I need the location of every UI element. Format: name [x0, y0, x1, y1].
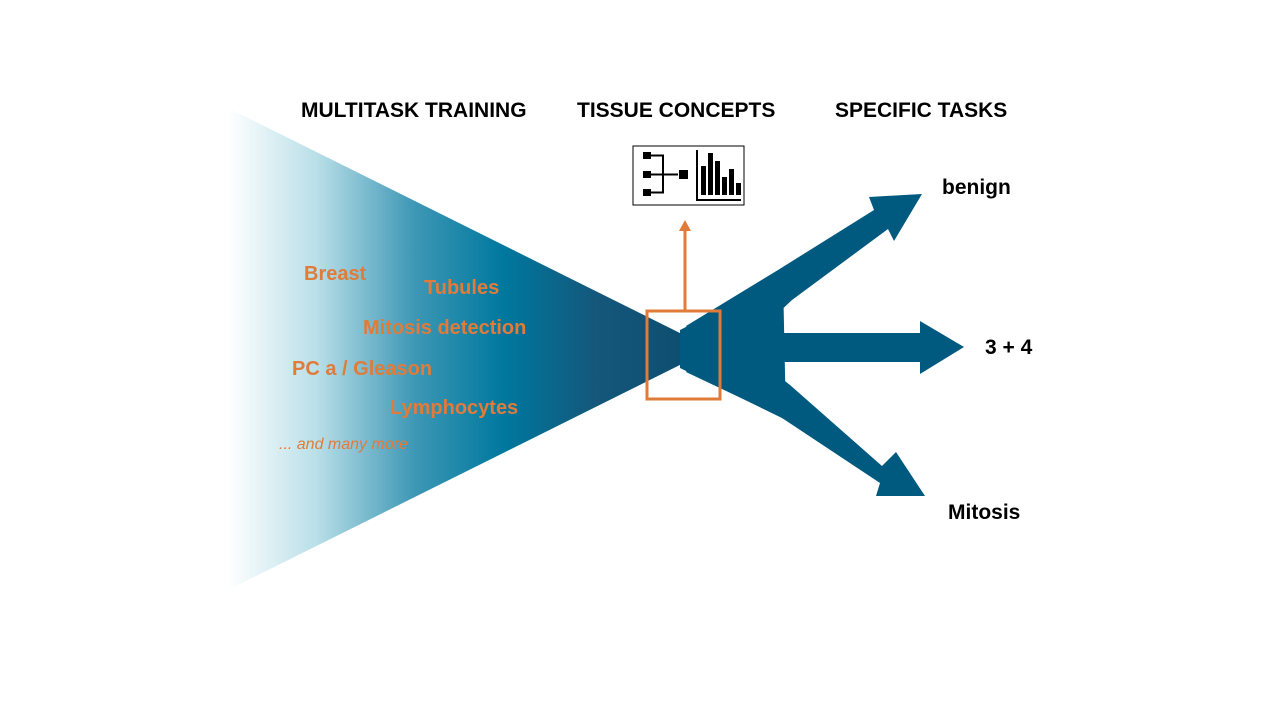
concept-arrow-head — [679, 220, 691, 231]
training-funnel — [228, 108, 712, 590]
header-multitask-training: MULTITASK TRAINING — [301, 99, 527, 122]
task-arrows — [680, 194, 964, 496]
task-label-lymphocytes: Lymphocytes — [390, 397, 519, 419]
task-label-breast: Breast — [304, 263, 367, 285]
arrow-to-mitosis — [686, 326, 925, 496]
task-label-tubules: Tubules — [424, 277, 500, 299]
task-label-pca-gleason: PC a / Gleason — [292, 358, 433, 380]
task-label-mitosis-detection: Mitosis detection — [363, 317, 527, 339]
arrow-to-grade-head — [920, 321, 964, 374]
hierarchy-and-bar-chart-icon — [632, 145, 745, 206]
task-label-more: ... and many more — [279, 436, 408, 453]
output-label-mitosis: Mitosis — [948, 501, 1021, 524]
concept-extraction — [645, 220, 722, 401]
header-tissue-concepts: TISSUE CONCEPTS — [577, 99, 776, 122]
output-label-grade: 3 + 4 — [985, 336, 1033, 359]
arrow-to-benign — [686, 194, 922, 372]
arrow-to-grade-shaft — [780, 333, 922, 362]
output-label-benign: benign — [942, 176, 1011, 199]
header-specific-tasks: SPECIFIC TASKS — [835, 99, 1008, 122]
